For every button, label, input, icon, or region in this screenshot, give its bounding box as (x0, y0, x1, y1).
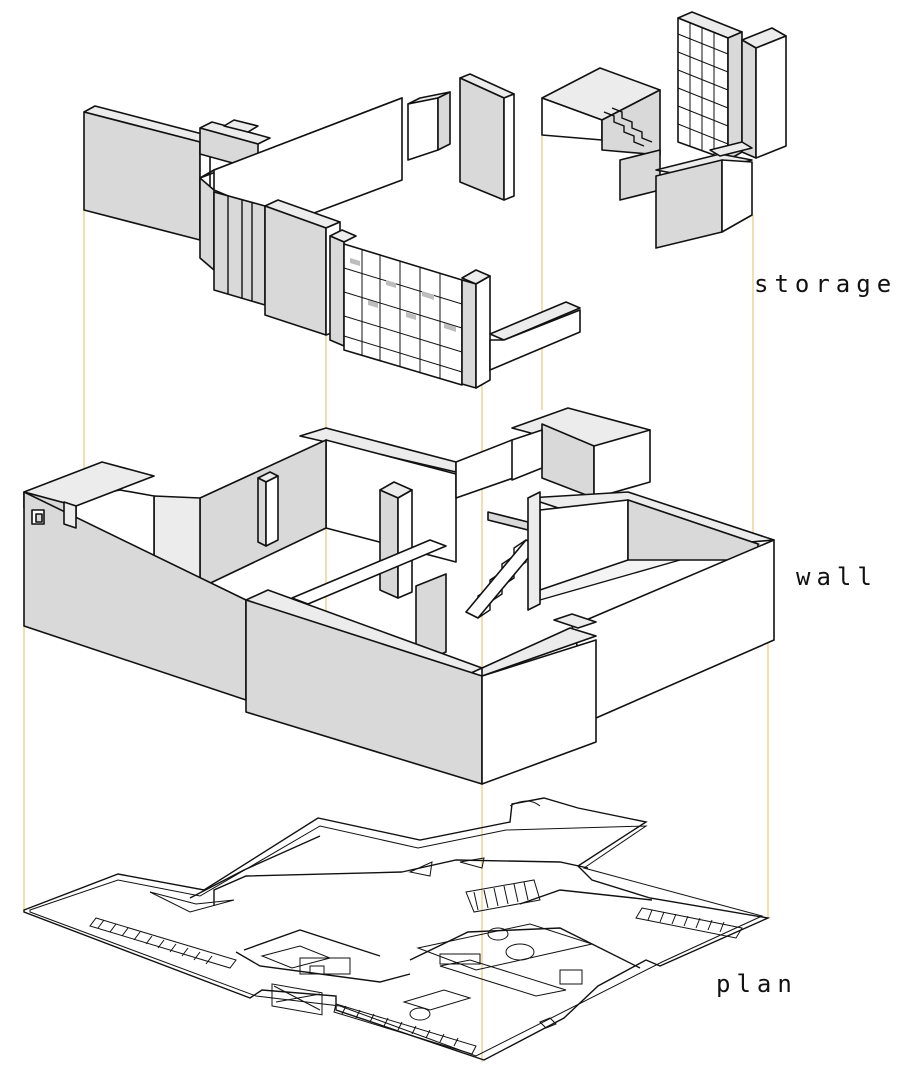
storage-label: storage (754, 270, 897, 298)
storage-layer (83, 11, 787, 389)
plan-label: plan (716, 970, 798, 998)
plan-layer (23, 797, 771, 1061)
wall-label: wall (796, 563, 878, 591)
wall-layer (23, 407, 775, 785)
guide-lines (23, 135, 769, 1062)
